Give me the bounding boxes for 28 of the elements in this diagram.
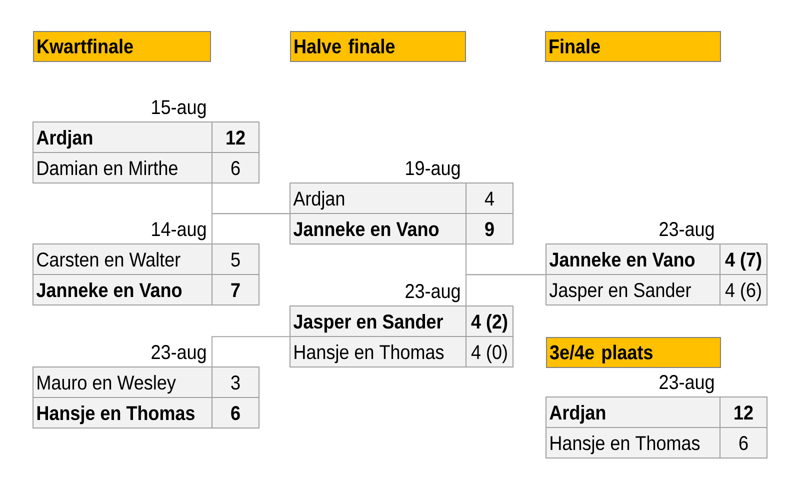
date-label: 23-aug bbox=[660, 222, 714, 240]
score-cell: 12 bbox=[720, 396, 768, 428]
date-label: 15-aug bbox=[152, 100, 206, 118]
heading-band: Finale bbox=[545, 31, 721, 62]
heading-band: 3e/4e plaats bbox=[546, 336, 721, 368]
bracket-line bbox=[466, 274, 546, 306]
heading-band: Halve finale bbox=[290, 31, 466, 62]
score-cell: 5 bbox=[212, 243, 260, 275]
score-cell: 4 (2) bbox=[466, 305, 514, 337]
date-label: 19-aug bbox=[406, 161, 460, 180]
score-cell: 6 bbox=[212, 396, 260, 428]
score-cell: 4 (0) bbox=[466, 336, 514, 368]
score-cell: 6 bbox=[720, 426, 768, 458]
date-label: 14-aug bbox=[152, 222, 206, 240]
date-label: 23-aug bbox=[406, 284, 460, 302]
score-cell: 12 bbox=[212, 122, 260, 153]
score-cell: 3 bbox=[212, 366, 260, 398]
bracket-line bbox=[212, 336, 290, 368]
bracket-line bbox=[212, 213, 290, 244]
score-cell: 4 (6) bbox=[720, 274, 768, 306]
date-label: 23-aug bbox=[660, 375, 714, 394]
score-cell: 7 bbox=[212, 274, 260, 306]
score-cell: 4 (7) bbox=[720, 243, 768, 275]
score-cell: 6 bbox=[212, 152, 260, 184]
score-cell: 9 bbox=[466, 212, 514, 244]
date-label: 23-aug bbox=[152, 345, 206, 364]
heading-band: Kwartfinale bbox=[33, 31, 211, 62]
score-cell: 4 bbox=[466, 182, 514, 214]
